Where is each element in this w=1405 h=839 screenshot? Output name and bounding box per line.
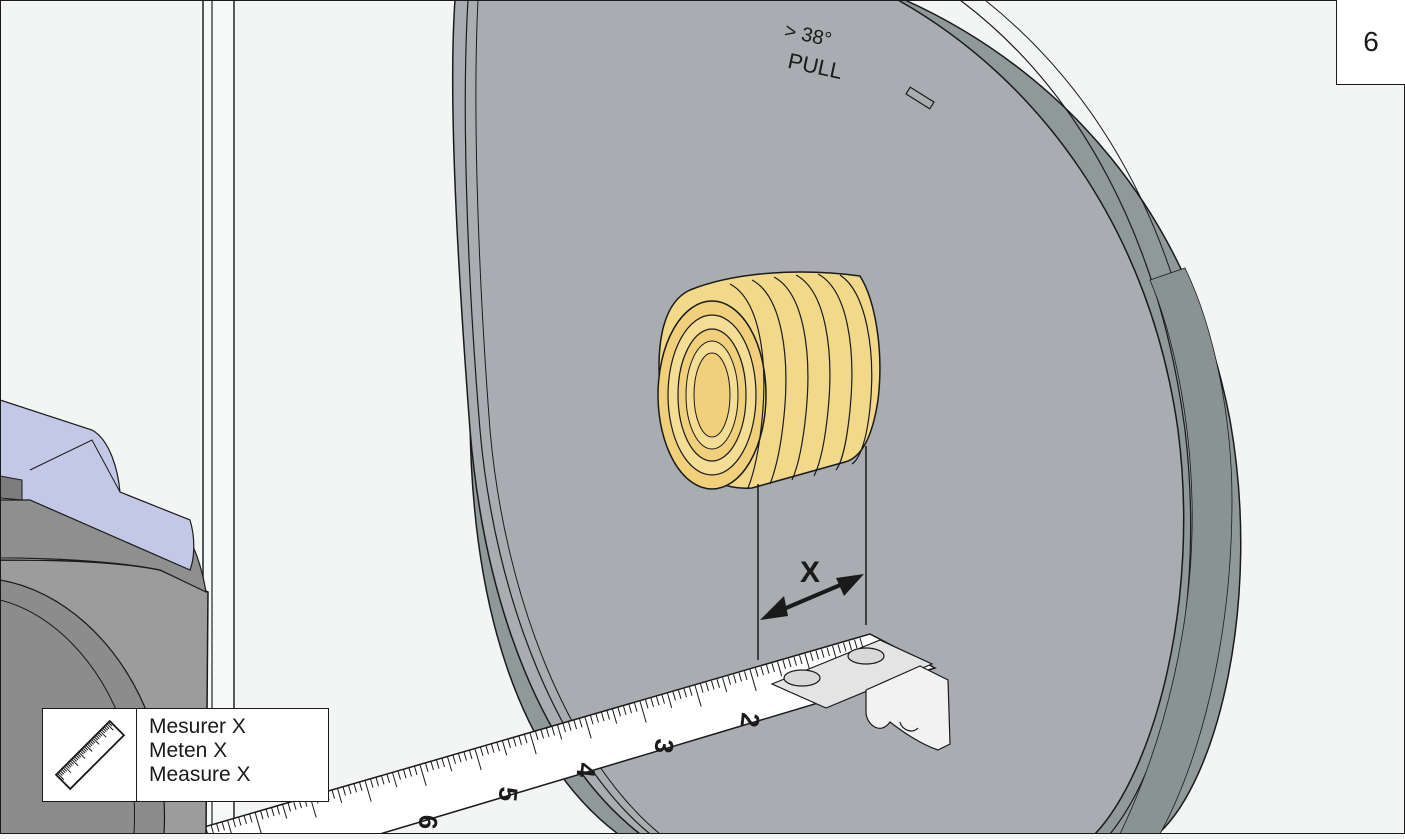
tape-number: 5	[493, 785, 524, 803]
tape-number: 3	[649, 737, 680, 755]
ruler-icon-graphic	[54, 719, 125, 791]
tape-number: 4	[570, 761, 601, 779]
threaded-bushing	[657, 271, 881, 490]
measuring-tape	[179, 633, 951, 839]
caption-text: Mesurer X Meten X Measure X	[137, 708, 329, 802]
caption-panel: Mesurer X Meten X Measure X	[42, 708, 329, 802]
ruler-icon	[42, 708, 137, 802]
caption-line-en: Measure X	[149, 763, 251, 786]
tape-number: 6	[413, 813, 444, 831]
dimension-x	[757, 446, 867, 660]
tape-number: 2	[735, 711, 766, 729]
dimension-label: X	[800, 556, 820, 589]
caption-line-nl: Meten X	[149, 739, 228, 762]
tape-numbers: 2 3 4 5 6	[413, 711, 766, 831]
step-number-box: 6	[1336, 0, 1405, 85]
step-number: 6	[1363, 26, 1379, 57]
caption-line-fr: Mesurer X	[149, 715, 246, 738]
